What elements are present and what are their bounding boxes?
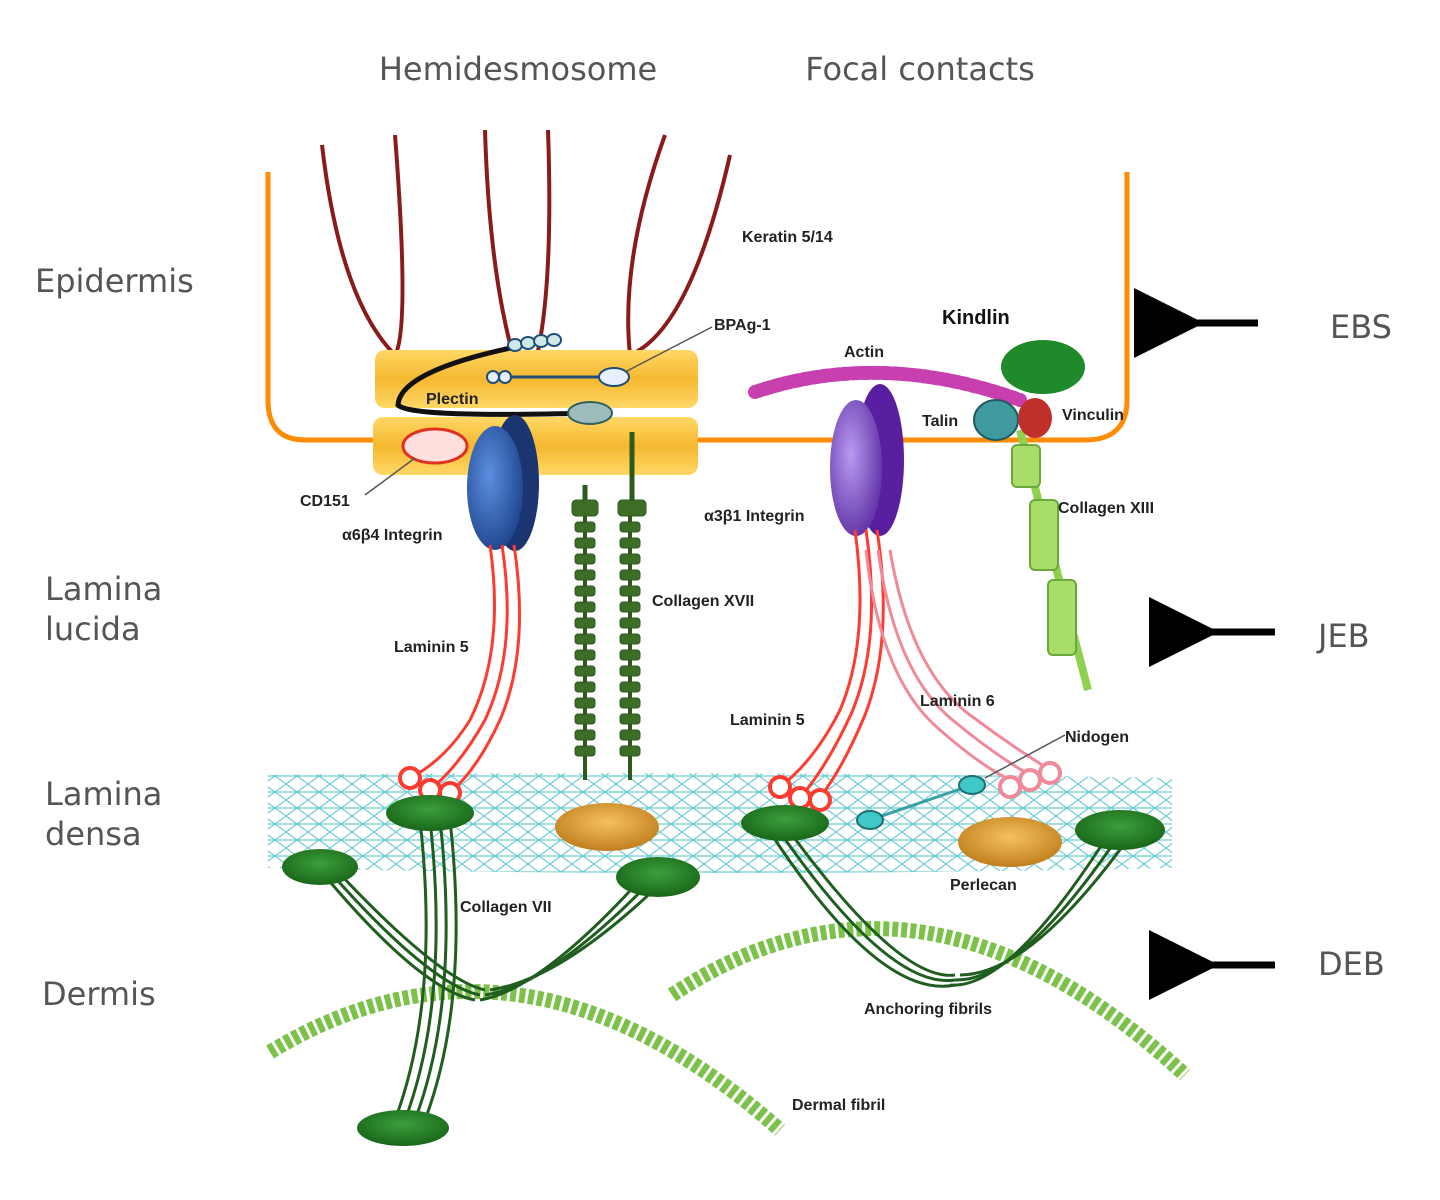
nidogen-pointer <box>984 734 1066 779</box>
cd151-pointer <box>364 457 416 496</box>
plectin-beads <box>507 333 562 352</box>
a6b4-integrin-alpha-subunit <box>467 426 523 550</box>
bpag1-head <box>598 367 630 387</box>
kindlin-protein <box>1001 340 1085 394</box>
focal-contacts-header: Focal contacts <box>805 50 1035 88</box>
perlecan-globule <box>958 817 1062 867</box>
deb-label: DEB <box>1318 945 1385 983</box>
lamina-densa-globule-left <box>555 803 659 851</box>
layer-epidermis-label: Epidermis <box>35 262 194 300</box>
layer-lamina-lucida-label-line1: Lamina <box>45 570 162 608</box>
collagen-vii-anchoring-fibrils <box>318 819 1132 1121</box>
plectin-label: Plectin <box>426 391 478 408</box>
layer-lamina-densa-label-line1: Lamina <box>45 775 162 813</box>
cd151-label: CD151 <box>300 493 350 510</box>
collagen-vii-label: Collagen VII <box>460 899 552 916</box>
bpag1-beads <box>486 370 512 384</box>
hemidesmosome-header: Hemidesmosome <box>379 50 657 88</box>
laminin6-globules <box>998 761 1062 799</box>
keratin-label: Keratin 5/14 <box>742 229 833 246</box>
dermal-fibril-right <box>667 921 1191 1081</box>
nidogen-head-distal <box>958 775 986 795</box>
nidogen-head-proximal <box>856 810 884 830</box>
vinculin-protein <box>1018 398 1052 438</box>
laminin5-left-label: Laminin 5 <box>394 639 469 656</box>
cd151-tetraspanin <box>401 427 469 465</box>
talin-protein <box>973 399 1019 441</box>
kindlin-label: Kindlin <box>942 307 1010 329</box>
collagen-xiii-label: Collagen XIII <box>1058 500 1154 517</box>
plectin-strand <box>395 342 591 417</box>
talin-label: Talin <box>922 413 958 430</box>
ebs-label: EBS <box>1330 308 1392 346</box>
actin-filament <box>748 365 1027 407</box>
layer-dermis-label: Dermis <box>42 975 156 1013</box>
collagen-xvii-molecules <box>571 432 647 780</box>
layer-lamina-lucida-label-line2: lucida <box>45 610 141 648</box>
laminin5-left-chains <box>409 544 522 795</box>
layer-lamina-densa-label-line2: densa <box>45 815 142 853</box>
laminin6-chains <box>864 549 1051 782</box>
lamina-densa-mesh <box>268 773 1172 873</box>
nidogen-label: Nidogen <box>1065 729 1129 746</box>
vinculin-label: Vinculin <box>1062 407 1124 424</box>
jeb-label: JEB <box>1316 617 1370 655</box>
perlecan-label: Perlecan <box>950 877 1017 894</box>
a3b1-integrin-label: α3β1 Integrin <box>704 508 805 525</box>
anchoring-plaques <box>282 795 1165 1146</box>
a6b4-integrin-label: α6β4 Integrin <box>342 527 443 544</box>
bpag1-label: BPAg-1 <box>714 317 771 334</box>
nidogen-rod <box>869 783 973 822</box>
anchoring-fibrils-label: Anchoring fibrils <box>864 1001 992 1018</box>
plectin-head <box>567 401 613 425</box>
dermal-fibril-label: Dermal fibril <box>792 1097 885 1114</box>
a3b1-integrin-alpha-subunit <box>830 400 882 536</box>
collagen-xiii-molecule <box>1011 428 1092 692</box>
actin-label: Actin <box>844 344 884 361</box>
collagen-xvii-label: Collagen XVII <box>652 593 754 610</box>
laminin6-label: Laminin 6 <box>920 693 995 710</box>
bpag1-pointer <box>624 326 713 373</box>
laminin5-right-globules <box>768 775 832 812</box>
dermal-fibril-left <box>266 984 785 1136</box>
laminin5-right-label: Laminin 5 <box>730 712 805 729</box>
